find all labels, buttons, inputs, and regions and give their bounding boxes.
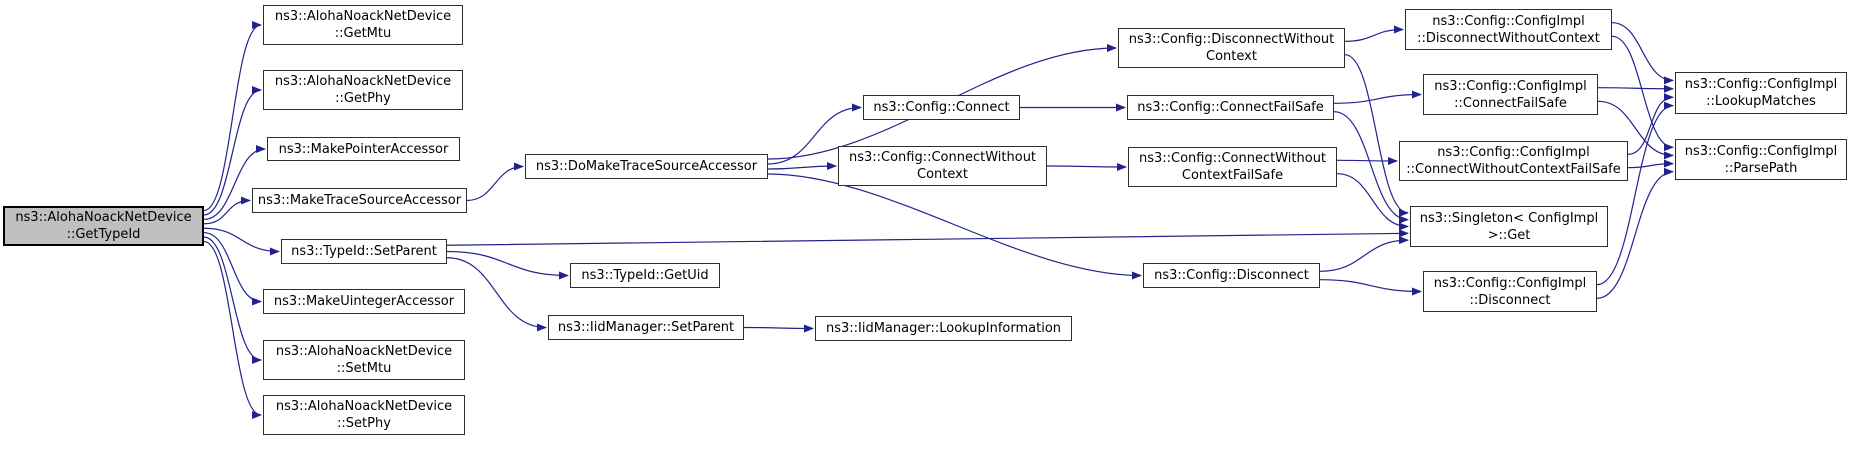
graph-edge-configimpl_connectfailsafe-to-configimpl_lookupmatches (1597, 84, 1674, 93)
graph-edge-gettypeid-to-typeid_setparent (203, 227, 280, 256)
graph-node-label: ns3::MakePointerAccessor (278, 141, 449, 157)
graph-node-label: ns3::Config::DisconnectWithout Context (1128, 32, 1335, 64)
graph-node-label: ns3::Config::ConnectWithout ContextFailS… (1138, 151, 1327, 183)
graph-edge-maketracesourceaccessor-to-domaketracesourceaccessor (466, 162, 524, 202)
graph-edge-config_disconnect-to-configimpl_disconnect (1319, 279, 1422, 296)
graph-node-label: ns3::MakeUintegerAccessor (273, 294, 455, 309)
graph-node-setmtu[interactable]: ns3::AlohaNoackNetDevice ::SetMtu (263, 340, 465, 380)
graph-node-iidmanager_lookupinformation[interactable]: ns3::IidManager::LookupInformation (815, 316, 1072, 341)
graph-node-configimpl_lookupmatches[interactable]: ns3::Config::ConfigImpl ::LookupMatches (1675, 72, 1847, 114)
graph-node-label: ns3::TypeId::SetParent (291, 244, 437, 259)
graph-edge-config_disconnect-to-singleton_get (1319, 236, 1409, 272)
graph-edge-iidmanager_setparent-to-iidmanager_lookupinformation (743, 324, 814, 333)
graph-edge-domaketracesourceaccessor-to-config_disconnect (767, 173, 1142, 280)
graph-edge-typeid_setparent-to-iidmanager_setparent (446, 257, 547, 332)
graph-edge-typeid_setparent-to-singleton_get (446, 229, 1409, 246)
graph-node-label: ns3::Config::ConfigImpl ::ParsePath (1684, 143, 1838, 176)
graph-node-singleton_get[interactable]: ns3::Singleton< ConfigImpl >::Get (1410, 206, 1608, 247)
graph-edge-configimpl_connectwithoutcontextfailsafe-to-configimpl_parsepath (1627, 159, 1674, 169)
graph-node-label: ns3::Config::ConfigImpl ::LookupMatches (1684, 77, 1838, 109)
graph-node-config_disconnectwithoutcontext[interactable]: ns3::Config::DisconnectWithout Context (1118, 28, 1345, 68)
graph-edge-domaketracesourceaccessor-to-config_connectwithoutcontext (767, 162, 837, 171)
graph-node-label: ns3::DoMakeTraceSourceAccessor (535, 159, 758, 174)
graph-node-label: ns3::AlohaNoackNetDevice ::GetPhy (274, 74, 452, 106)
graph-node-makepointeraccessor[interactable]: ns3::MakePointerAccessor (267, 137, 460, 161)
graph-edge-configimpl_disconnect-to-configimpl_lookupmatches (1596, 101, 1674, 286)
graph-edge-gettypeid-to-getphy (203, 86, 262, 216)
graph-node-label: ns3::AlohaNoackNetDevice ::GetMtu (274, 9, 452, 41)
graph-edge-gettypeid-to-getmtu (203, 21, 262, 212)
graph-edge-config_connectwithoutcontextfailsafe-to-configimpl_connectwithoutcontextfailsafe (1336, 156, 1398, 165)
graph-node-configimpl_parsepath[interactable]: ns3::Config::ConfigImpl ::ParsePath (1675, 139, 1847, 180)
graph-edge-domaketracesourceaccessor-to-config_connect (767, 103, 862, 165)
graph-node-configimpl_disconnectwithoutcontext[interactable]: ns3::Config::ConfigImpl ::DisconnectWith… (1405, 9, 1612, 50)
graph-edge-gettypeid-to-makepointeraccessor (203, 145, 266, 220)
graph-node-setphy[interactable]: ns3::AlohaNoackNetDevice ::SetPhy (263, 395, 465, 435)
graph-node-label: ns3::Config::ConfigImpl ::ConnectFailSaf… (1434, 78, 1587, 111)
graph-node-label: ns3::TypeId::GetUid (581, 268, 709, 283)
graph-node-label: ns3::Config::ConnectFailSafe (1137, 100, 1324, 115)
graph-node-getphy[interactable]: ns3::AlohaNoackNetDevice ::GetPhy (263, 70, 463, 110)
graph-node-getmtu[interactable]: ns3::AlohaNoackNetDevice ::GetMtu (263, 5, 463, 45)
graph-edge-gettypeid-to-setmtu (203, 236, 262, 364)
graph-edge-config_connectfailsafe-to-configimpl_connectfailsafe (1333, 90, 1422, 104)
graph-node-config_connectwithoutcontext[interactable]: ns3::Config::ConnectWithout Context (838, 146, 1047, 186)
graph-edge-config_connectwithoutcontextfailsafe-to-singleton_get (1336, 173, 1409, 231)
graph-edge-configimpl_disconnect-to-configimpl_parsepath (1596, 167, 1674, 299)
graph-node-label: ns3::Config::ConnectWithout Context (848, 150, 1037, 182)
graph-edge-config_connectfailsafe-to-singleton_get (1333, 111, 1409, 224)
graph-node-config_connectwithoutcontextfailsafe[interactable]: ns3::Config::ConnectWithout ContextFailS… (1128, 147, 1337, 187)
graph-node-makeuintegeraccessor[interactable]: ns3::MakeUintegerAccessor (263, 289, 465, 314)
graph-node-label: ns3::Config::Disconnect (1154, 268, 1309, 283)
graph-node-typeid_getuid[interactable]: ns3::TypeId::GetUid (570, 263, 720, 288)
graph-node-label: ns3::Singleton< ConfigImpl >::Get (1419, 210, 1599, 243)
graph-node-domaketracesourceaccessor[interactable]: ns3::DoMakeTraceSourceAccessor (525, 154, 768, 179)
graph-node-label: ns3::Config::ConfigImpl ::DisconnectWith… (1417, 13, 1600, 46)
graph-edge-configimpl_disconnectwithoutcontext-to-configimpl_lookupmatches (1611, 22, 1674, 85)
graph-node-maketracesourceaccessor[interactable]: ns3::MakeTraceSourceAccessor (252, 188, 467, 213)
graph-edge-gettypeid-to-makeuintegeraccessor (203, 232, 262, 306)
graph-node-configimpl_connectwithoutcontextfailsafe[interactable]: ns3::Config::ConfigImpl ::ConnectWithout… (1399, 141, 1628, 181)
graph-node-configimpl_disconnect[interactable]: ns3::Config::ConfigImpl ::Disconnect (1423, 271, 1597, 312)
graph-edge-configimpl_connectfailsafe-to-configimpl_parsepath (1597, 100, 1674, 160)
graph-node-label: ns3::Config::ConfigImpl ::Disconnect (1433, 275, 1587, 308)
graph-node-config_connectfailsafe[interactable]: ns3::Config::ConnectFailSafe (1127, 95, 1334, 120)
graph-edge-configimpl_disconnectwithoutcontext-to-configimpl_parsepath (1611, 35, 1674, 152)
graph-node-label: ns3::AlohaNoackNetDevice ::GetTypeId (15, 210, 192, 242)
graph-edge-config_connectwithoutcontext-to-config_connectwithoutcontextfailsafe (1046, 162, 1127, 171)
graph-node-gettypeid: ns3::AlohaNoackNetDevice ::GetTypeId (3, 206, 204, 246)
graph-node-label: ns3::Config::ConfigImpl ::ConnectWithout… (1406, 145, 1621, 177)
graph-node-label: ns3::MakeTraceSourceAccessor (257, 193, 462, 208)
graph-edge-config_disconnectwithoutcontext-to-configimpl_disconnectwithoutcontext (1344, 25, 1404, 42)
graph-node-label: ns3::AlohaNoackNetDevice ::SetMtu (275, 344, 453, 376)
graph-edge-gettypeid-to-maketracesourceaccessor (203, 196, 251, 225)
graph-node-label: ns3::Config::Connect (873, 100, 1010, 115)
graph-edge-typeid_setparent-to-typeid_getuid (446, 250, 569, 280)
graph-node-label: ns3::IidManager::SetParent (557, 320, 735, 335)
graph-node-config_disconnect[interactable]: ns3::Config::Disconnect (1143, 263, 1320, 288)
graph-node-label: ns3::AlohaNoackNetDevice ::SetPhy (275, 399, 453, 431)
graph-node-configimpl_connectfailsafe[interactable]: ns3::Config::ConfigImpl ::ConnectFailSaf… (1423, 74, 1598, 115)
graph-edge-gettypeid-to-setphy (203, 240, 262, 419)
graph-node-typeid_setparent[interactable]: ns3::TypeId::SetParent (281, 239, 447, 264)
graph-edge-config_disconnectwithoutcontext-to-singleton_get (1344, 54, 1409, 217)
graph-node-iidmanager_setparent[interactable]: ns3::IidManager::SetParent (548, 315, 744, 340)
graph-node-label: ns3::IidManager::LookupInformation (825, 321, 1062, 336)
graph-edge-configimpl_connectwithoutcontextfailsafe-to-configimpl_lookupmatches (1627, 93, 1674, 155)
graph-node-config_connect[interactable]: ns3::Config::Connect (863, 95, 1020, 120)
